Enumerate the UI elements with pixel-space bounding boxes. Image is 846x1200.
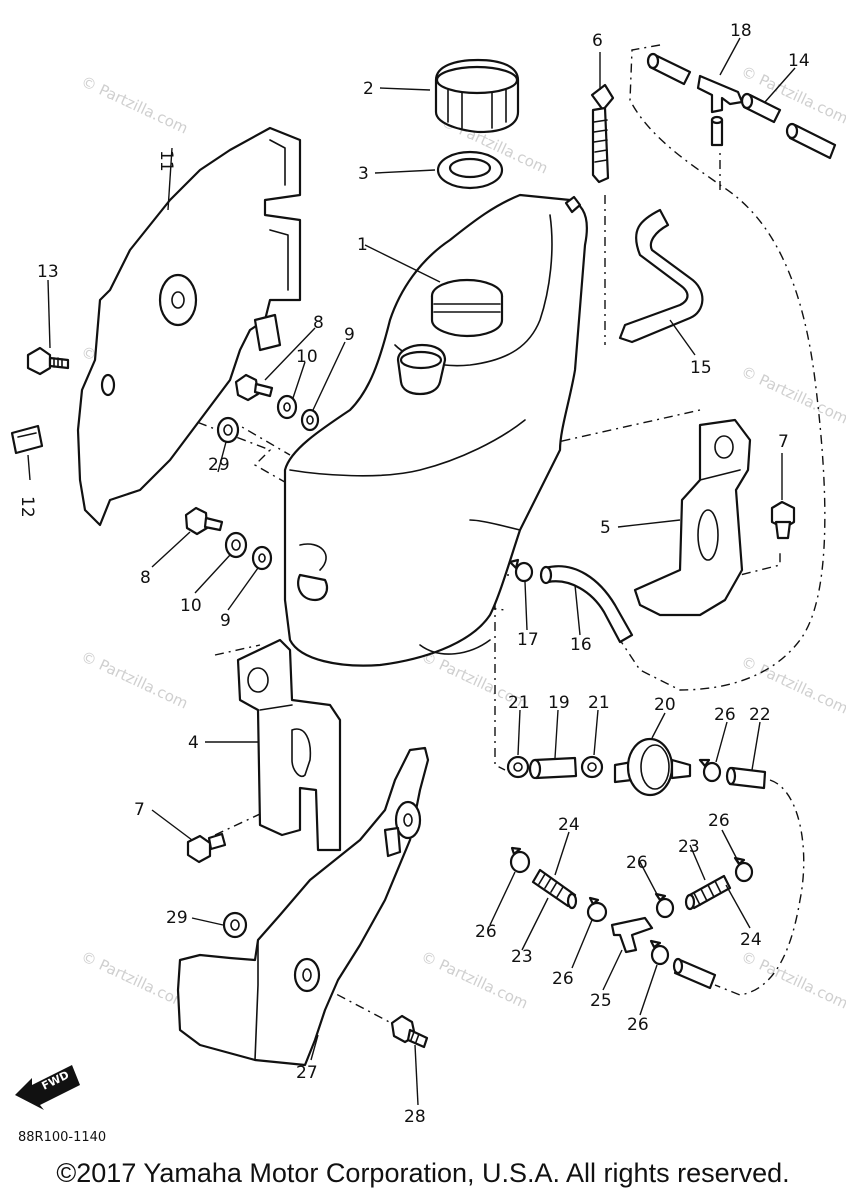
bolt-28 — [390, 1014, 429, 1049]
collar-9-upper — [300, 408, 320, 432]
callout-16: 16 — [570, 635, 592, 655]
watermark: © Partzilla.com — [738, 362, 846, 427]
bolt-7-upper — [770, 500, 796, 540]
callout-14: 14 — [788, 51, 810, 71]
exploded-view-drawing: © Partzilla.com © Partzilla.com © Partzi… — [10, 21, 846, 1145]
fuel-hose-19 — [528, 756, 578, 780]
fuel-filter-20 — [613, 737, 692, 797]
callout-23-left: 23 — [511, 947, 533, 967]
tank-bracket-right — [633, 418, 752, 617]
callout-22: 22 — [749, 705, 771, 725]
clip-12 — [10, 424, 44, 455]
callout-6: 6 — [592, 31, 603, 51]
callout-25: 25 — [590, 991, 612, 1011]
callout-9-lower: 9 — [220, 611, 231, 631]
vent-hose-14-upper — [646, 52, 692, 86]
grommet-29-lower — [222, 911, 248, 939]
callout-26-c: 26 — [627, 1015, 649, 1035]
fuel-hose-lower-stub — [672, 957, 717, 990]
bolt-13 — [26, 346, 70, 376]
callout-28: 28 — [404, 1107, 426, 1127]
fuel-tank — [283, 193, 588, 667]
callout-8-upper: 8 — [313, 313, 324, 333]
hose-clamp-26-right — [733, 856, 754, 883]
copyright-notice: ©2017 Yamaha Motor Corporation, U.S.A. A… — [56, 1158, 790, 1188]
fuel-hose-22 — [725, 766, 767, 790]
fuel-hose-24-right — [684, 874, 732, 911]
callout-26-b: 26 — [552, 969, 574, 989]
collar-9-lower — [251, 545, 273, 571]
callout-26-a: 26 — [475, 922, 497, 942]
callout-20: 20 — [654, 695, 676, 715]
fuel-cock-strap — [590, 83, 615, 184]
callout-10-lower: 10 — [180, 596, 202, 616]
callout-29-upper: 29 — [208, 455, 230, 475]
leader-lines — [27, 37, 796, 1106]
bolt-7-lower — [186, 832, 227, 864]
callout-27: 27 — [296, 1063, 318, 1083]
diagram-reference-code: 88R100-1140 — [18, 1130, 106, 1145]
callout-7-upper: 7 — [778, 432, 789, 452]
washer-10-upper — [276, 394, 298, 420]
callout-26-f: 26 — [714, 705, 736, 725]
callout-26-d: 26 — [626, 853, 648, 873]
hose-clamp-26-left — [509, 846, 531, 874]
callout-4: 4 — [188, 733, 199, 753]
callout-23-right: 23 — [678, 837, 700, 857]
hose-clamp-26-low — [649, 939, 670, 966]
hose-clamp-21-right — [580, 755, 604, 779]
watermark: © Partzilla.com — [78, 947, 191, 1012]
bolt-8-lower — [184, 506, 224, 536]
callout-8-lower: 8 — [140, 568, 151, 588]
hose-clamp-26-top — [698, 758, 722, 783]
watermark: © Partzilla.com — [78, 72, 191, 137]
vent-hose-14-lower — [785, 122, 837, 160]
callout-numbers: 1 2 3 4 5 6 7 7 8 8 9 9 10 10 11 12 13 1… — [17, 21, 810, 1127]
fuel-hose-16 — [539, 565, 634, 644]
vent-hose — [618, 208, 704, 344]
callout-24-right: 24 — [740, 930, 762, 950]
callout-21-right: 21 — [588, 693, 610, 713]
callout-11: 11 — [156, 150, 176, 172]
callout-13: 13 — [37, 262, 59, 282]
callout-26-e: 26 — [708, 811, 730, 831]
callout-24-left: 24 — [558, 815, 580, 835]
hose-clamp-21-left — [506, 755, 530, 779]
callout-19: 19 — [548, 693, 570, 713]
washer-10-lower — [224, 531, 248, 559]
vent-hose-stub — [710, 115, 724, 147]
callout-3: 3 — [358, 164, 369, 184]
callout-29-lower: 29 — [166, 908, 188, 928]
callout-5: 5 — [600, 518, 611, 538]
right-side-cover — [176, 746, 430, 1067]
hose-clamp-17 — [508, 558, 534, 583]
callout-7-lower: 7 — [134, 800, 145, 820]
t-joint-18 — [696, 74, 744, 114]
grommet-29-upper — [216, 416, 240, 444]
vent-hose-14-mid — [740, 92, 782, 124]
bolt-8-upper — [234, 373, 274, 402]
gasket-ring — [436, 150, 504, 190]
callout-15: 15 — [690, 358, 712, 378]
callout-18: 18 — [730, 21, 752, 41]
fuel-hose-24-left — [531, 868, 578, 910]
callout-10-upper: 10 — [296, 347, 318, 367]
callout-12: 12 — [17, 496, 37, 518]
callout-21-left: 21 — [508, 693, 530, 713]
callout-17: 17 — [517, 630, 539, 650]
joint-25 — [610, 916, 654, 954]
fwd-arrow: FWD — [15, 1065, 80, 1110]
callout-9-upper: 9 — [344, 325, 355, 345]
tank-bracket-left — [236, 638, 342, 852]
watermark: © Partzilla.com — [78, 647, 191, 712]
callout-1: 1 — [357, 235, 368, 255]
hose-clamp-26-mid — [586, 896, 608, 923]
watermark: © Partzilla.com — [738, 947, 846, 1012]
callout-2: 2 — [363, 79, 374, 99]
filler-cap — [434, 58, 520, 134]
left-side-cover — [76, 126, 302, 527]
